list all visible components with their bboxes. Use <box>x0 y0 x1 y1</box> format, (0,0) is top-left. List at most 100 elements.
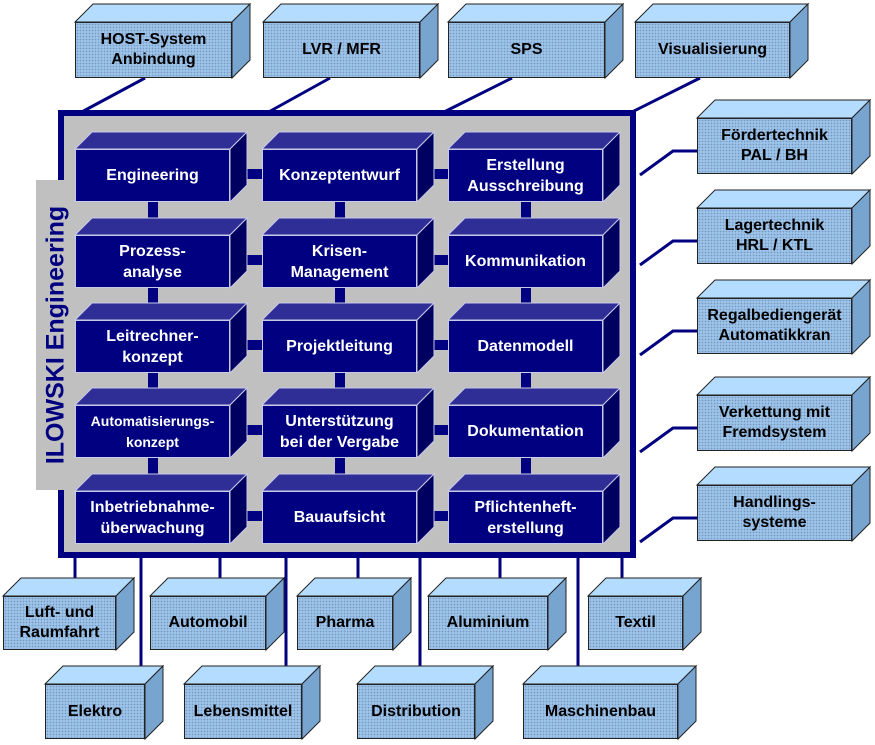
service-box: Pflichtenheft- erstellung <box>446 472 622 546</box>
box-top-face <box>73 3 252 23</box>
box-label: Datenmodell <box>477 338 574 355</box>
box-top-face <box>446 217 622 236</box>
box-side-face <box>602 472 621 546</box>
box-front-face: Kommunikation <box>448 235 603 288</box>
box-3d-faces <box>73 216 249 290</box>
box-front-face: Fördertechnik PAL / BH <box>697 118 852 174</box>
box-top-face <box>295 577 413 597</box>
box-label: Projektleitung <box>286 338 393 355</box>
right-connector-line <box>639 329 697 357</box>
box-side-face <box>231 2 251 80</box>
box-label: Konzeptentwurf <box>279 167 400 184</box>
box-3d-faces <box>586 576 703 652</box>
box-side-face <box>416 130 435 204</box>
top-connector-line <box>264 76 331 116</box>
box-front-face: Engineering <box>75 149 230 202</box>
box-top-face <box>426 577 568 597</box>
industry-box: Distribution <box>355 664 495 741</box>
box-top-face <box>355 665 495 685</box>
top-system-box: Visualisierung <box>633 2 810 80</box>
box-top-face <box>260 387 436 406</box>
box-label: Engineering <box>106 167 199 184</box>
box-side-face <box>419 2 439 80</box>
industry-box: Textil <box>586 576 703 652</box>
box-3d-faces <box>1 576 136 652</box>
box-top-face <box>73 217 249 236</box>
box-front-face: LVR / MFR <box>263 22 420 78</box>
box-front-face: Pflichtenheft- erstellung <box>448 491 603 544</box>
service-box: Inbetriebnahme- überwachung <box>73 472 249 546</box>
box-side-face <box>851 465 871 543</box>
box-front-face: Elektro <box>45 684 145 739</box>
box-side-face <box>416 301 435 375</box>
box-front-face: Maschinenbau <box>523 684 678 739</box>
box-top-face <box>73 131 249 150</box>
box-label: Aluminium <box>446 614 530 631</box>
box-label: Dokumentation <box>467 423 584 440</box>
box-front-face: Leitrechner- konzept <box>75 320 230 373</box>
top-system-box: LVR / MFR <box>261 2 440 80</box>
box-top-face <box>260 473 436 492</box>
box-top-face <box>446 131 622 150</box>
service-box: Erstellung Ausschreibung <box>446 130 622 204</box>
right-system-box: Verkettung mit Fremdsystem <box>695 375 872 453</box>
box-front-face: Projektleitung <box>262 320 417 373</box>
box-side-face <box>229 386 248 460</box>
box-label: Regalbediengerät Automatikkran <box>707 307 842 344</box>
box-label: Handlings- systeme <box>733 494 816 531</box>
box-top-face <box>73 302 249 321</box>
box-front-face: Luft- und Raumfahrt <box>3 596 116 650</box>
service-box: Projektleitung <box>260 301 436 375</box>
box-top-face <box>446 473 622 492</box>
box-top-face <box>695 466 872 486</box>
box-label: Prozess- analyse <box>119 242 186 281</box>
box-label: Inbetriebnahme- überwachung <box>90 498 215 537</box>
box-side-face <box>474 664 494 741</box>
industry-box: Pharma <box>295 576 413 652</box>
box-front-face: Bauaufsicht <box>262 491 417 544</box>
box-side-face <box>602 386 621 460</box>
box-front-face: Verkettung mit Fremdsystem <box>697 395 852 451</box>
box-label: Leitrechner- konzept <box>106 327 199 366</box>
box-3d-faces <box>260 216 436 290</box>
box-label: SPS <box>510 41 543 58</box>
box-3d-faces <box>695 188 872 266</box>
box-3d-faces <box>295 576 413 652</box>
service-box: Unterstützung bei der Vergabe <box>260 386 436 460</box>
box-label: LVR / MFR <box>302 41 381 58</box>
right-connector-line <box>639 239 697 267</box>
service-box: Kommunikation <box>446 216 622 290</box>
box-top-face <box>1 577 136 597</box>
box-side-face <box>229 130 248 204</box>
top-connector-line <box>627 76 701 116</box>
box-side-face <box>677 664 697 741</box>
box-front-face: SPS <box>448 22 605 78</box>
box-3d-faces <box>446 2 625 80</box>
box-label: Visualisierung <box>657 41 768 58</box>
box-3d-faces <box>695 98 872 176</box>
top-system-box: SPS <box>446 2 625 80</box>
box-label: Verkettung mit Fremdsystem <box>718 404 831 441</box>
box-label: Kommunikation <box>465 253 586 270</box>
box-top-face <box>695 279 872 299</box>
box-label: Bauaufsicht <box>293 509 386 526</box>
box-label: HOST-System Anbindung <box>100 31 207 68</box>
right-connector-line <box>639 149 697 177</box>
industry-box: Maschinenbau <box>521 664 698 741</box>
industry-box: Lebensmittel <box>182 664 322 741</box>
box-side-face <box>602 216 621 290</box>
box-label: Pharma <box>315 614 375 631</box>
service-box: Konzeptentwurf <box>260 130 436 204</box>
box-3d-faces <box>633 2 810 80</box>
box-top-face <box>73 473 249 492</box>
service-box: Prozess- analyse <box>73 216 249 290</box>
box-3d-faces <box>260 472 436 546</box>
box-top-face <box>260 131 436 150</box>
box-label: Erstellung Ausschreibung <box>467 156 584 195</box>
box-side-face <box>229 472 248 546</box>
box-label: Automatisierungs- konzept <box>90 412 215 450</box>
box-side-face <box>229 216 248 290</box>
box-front-face: Aluminium <box>428 596 548 650</box>
box-3d-faces <box>73 130 249 204</box>
